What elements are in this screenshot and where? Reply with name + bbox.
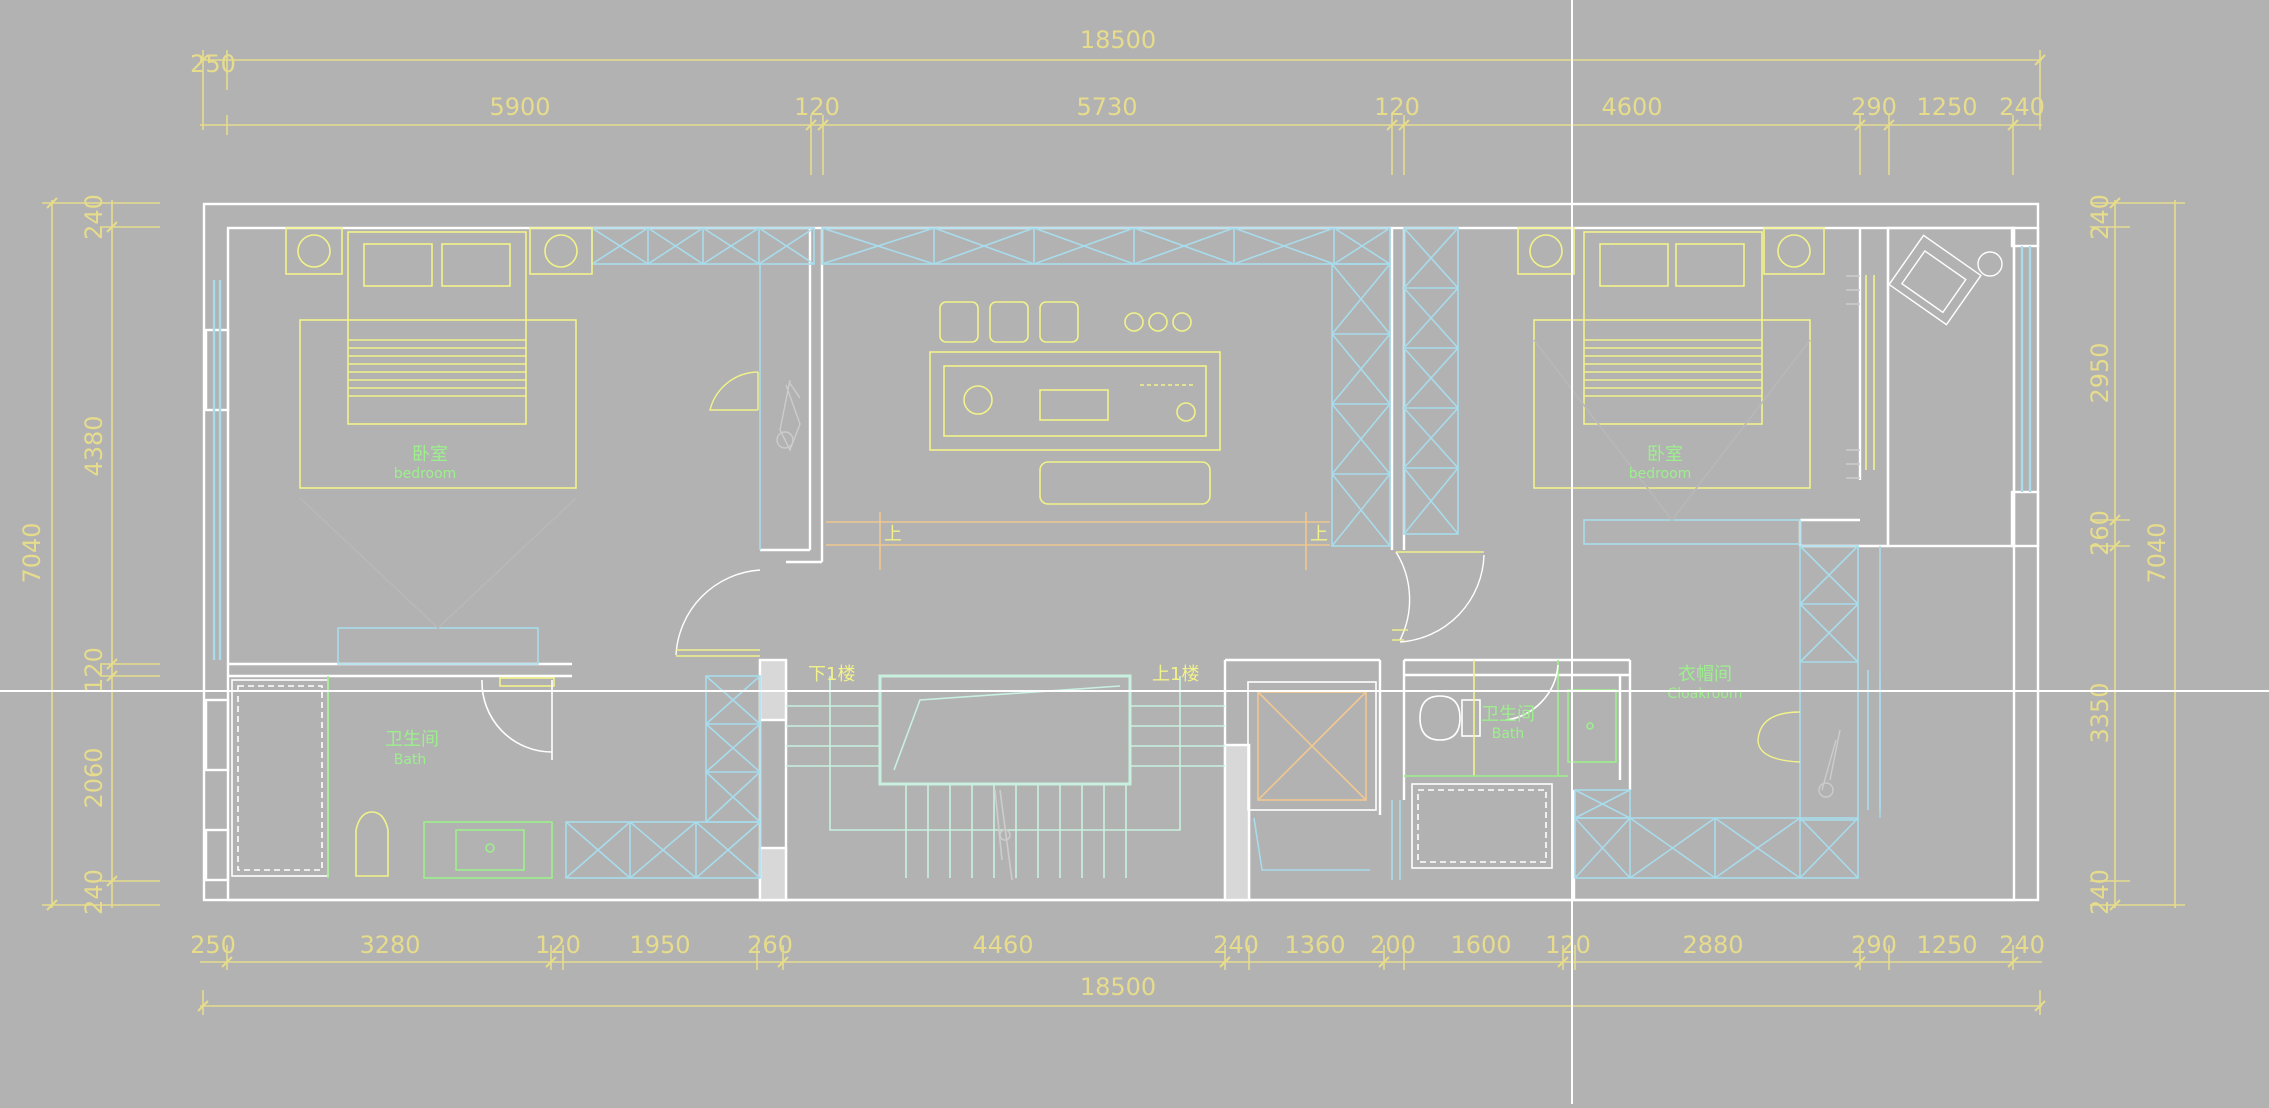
dim-bottom-2: 3280: [359, 931, 420, 959]
dim-top-4: 5730: [1076, 93, 1137, 121]
dim-bottom-5: 260: [747, 931, 793, 959]
label-bedroom-right-cn: 卧室: [1647, 444, 1683, 465]
label-bedroom-left-cn: 卧室: [412, 444, 448, 465]
walls: [202, 202, 2040, 902]
stair-down-label: 下1楼: [808, 664, 855, 685]
label-bedroom-right-en: bedroom: [1629, 466, 1692, 482]
dim-right-2: 2950: [2086, 342, 2114, 403]
dim-top-7: 290: [1851, 93, 1897, 121]
dim-right-5: 240: [2086, 869, 2114, 915]
dim-left-total: 7040: [18, 522, 46, 583]
label-bath-right-en: Bath: [1492, 726, 1525, 742]
bed-left: [285, 227, 593, 630]
dim-bottom-6: 4460: [972, 931, 1033, 959]
elevator: [1247, 681, 1377, 871]
door-left-bedroom: [709, 371, 801, 452]
dim-bottom-1: 250: [190, 931, 236, 959]
living-furniture: [826, 301, 1330, 570]
dim-bottom-4: 1950: [629, 931, 690, 959]
stair-up-label: 上1楼: [1152, 664, 1199, 685]
dim-bottom-11: 120: [1545, 931, 1591, 959]
step-mark-right: 上: [1310, 524, 1328, 545]
dim-bottom-14: 1250: [1916, 931, 1977, 959]
label-bath-left-en: Bath: [394, 752, 427, 768]
dim-top-6: 4600: [1601, 93, 1662, 121]
dim-top-9: 240: [1999, 93, 2045, 121]
cloakroom-fixtures: [1757, 675, 1881, 818]
dim-bottom-10: 1600: [1450, 931, 1511, 959]
dim-left-2: 4380: [80, 415, 108, 476]
dim-bottom-12: 2880: [1682, 931, 1743, 959]
dim-right-1: 240: [2086, 194, 2114, 240]
dim-left-3: 120: [80, 647, 108, 693]
balcony-chair: [1888, 234, 2003, 326]
dim-right-3: 260: [2086, 510, 2114, 556]
label-cloakroom-cn: 衣帽间: [1678, 664, 1732, 685]
dim-top-total: 18500: [1080, 26, 1156, 54]
dim-bottom-3: 120: [535, 931, 581, 959]
dim-right-total: 7040: [2143, 522, 2171, 583]
staircase: [786, 674, 1225, 881]
door-right-bath: [1392, 551, 1484, 641]
window-left-upper: [204, 328, 230, 412]
door-left-lower: [675, 569, 761, 657]
label-cloakroom-en: Cloakroom: [1667, 686, 1742, 702]
dim-top-1: 250: [190, 50, 236, 78]
dim-top-8: 1250: [1916, 93, 1977, 121]
dim-bottom-15: 240: [1999, 931, 2045, 959]
dim-bottom-8: 1360: [1284, 931, 1345, 959]
dim-bottom-total: 18500: [1080, 973, 1156, 1001]
dimension-ticks: [46, 54, 2121, 1012]
dimension-lines: [42, 50, 2185, 1015]
dim-top-3: 120: [794, 93, 840, 121]
dim-left-4: 2060: [80, 747, 108, 808]
bed-right: [1517, 227, 1875, 522]
dim-bottom-9: 200: [1370, 931, 1416, 959]
dim-bottom-13: 290: [1851, 931, 1897, 959]
label-bedroom-left-en: bedroom: [394, 466, 457, 482]
dim-top-5: 120: [1374, 93, 1420, 121]
dim-left-1: 240: [80, 194, 108, 240]
dimension-labels-vertical: 7040 240 4380 120 2060 240 7040 240 2950…: [18, 194, 2171, 915]
cabinets: [337, 227, 1881, 879]
bath-right: [1391, 660, 1617, 880]
label-bath-left-cn: 卫生间: [385, 729, 439, 750]
window-left-lower: [204, 698, 230, 772]
bath-left: [231, 676, 555, 879]
dim-left-5: 240: [80, 869, 108, 915]
door-corridor-right: [1392, 554, 1485, 643]
step-mark-left: 上: [884, 524, 902, 545]
dim-top-2: 5900: [489, 93, 550, 121]
dim-bottom-7: 240: [1213, 931, 1259, 959]
dim-right-4: 3350: [2086, 682, 2114, 743]
dimension-labels: 18500 250 5900 120 5730 120 4600 290 125…: [190, 26, 2045, 1001]
label-bath-right-cn: 卫生间: [1481, 704, 1535, 725]
